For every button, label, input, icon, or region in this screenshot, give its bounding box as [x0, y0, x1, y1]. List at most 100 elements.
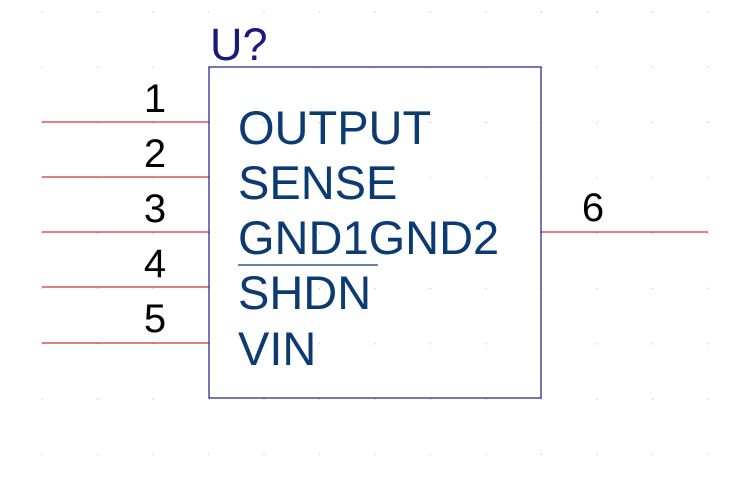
grid-dot [707, 121, 709, 124]
grid-dot [596, 343, 598, 345]
grid-dot [485, 398, 487, 400]
pin-3-number: 3 [144, 187, 166, 231]
grid-dot [707, 398, 709, 400]
grid-dot [651, 453, 654, 456]
grid-dot [540, 453, 543, 456]
grid-dot [596, 177, 598, 179]
grid-dot [152, 453, 154, 456]
pin-1-name: OUTPUT [238, 101, 431, 154]
grid-dot [429, 398, 432, 400]
pin-6[interactable]: 6 [541, 186, 708, 233]
grid-dot [374, 121, 376, 124]
grid-dot [152, 232, 154, 234]
grid-dot [374, 11, 376, 13]
pin-6-number: 6 [582, 186, 604, 230]
grid-dot [651, 121, 654, 124]
grid-dot [707, 287, 709, 290]
grid-dot [318, 453, 321, 456]
grid-dot [96, 11, 99, 13]
grid-dot [707, 11, 709, 13]
pin-2[interactable]: 2 SENSE [42, 132, 397, 209]
grid-dot [596, 232, 598, 234]
grid-dot [429, 453, 432, 456]
grid-dot [96, 398, 99, 400]
grid-dot [651, 11, 654, 13]
pin-5-name: VIN [238, 322, 316, 375]
grid-dot [263, 121, 265, 124]
grid-dot [263, 453, 265, 456]
grid-dot [318, 121, 321, 124]
grid-dot [429, 121, 432, 124]
grid-dot [651, 343, 654, 345]
grid-dot [41, 287, 43, 290]
grid-dot [596, 11, 598, 13]
grid-dot [429, 11, 432, 13]
grid-dot [374, 177, 376, 179]
grid-dot [596, 66, 598, 69]
grid-dot [485, 177, 487, 179]
grid-dot [596, 121, 598, 124]
grid-dot [41, 398, 43, 400]
grid-dot [318, 177, 321, 179]
grid-dot [263, 287, 265, 290]
grid-dot [318, 398, 321, 400]
grid-dot [707, 453, 709, 456]
pin-1[interactable]: 1 OUTPUT [42, 77, 431, 154]
grid-dot [41, 453, 43, 456]
grid-dot [41, 177, 43, 179]
grid-dot [374, 453, 376, 456]
grid-dot [707, 177, 709, 179]
grid-dot [485, 11, 487, 13]
pin-2-number: 2 [144, 132, 166, 176]
pin-3[interactable]: 3 GND1GND2 [42, 187, 499, 264]
grid-dot [596, 287, 598, 290]
pin-3-name: GND1GND2 [238, 211, 499, 264]
grid-dot [374, 287, 376, 290]
grid-dot [651, 398, 654, 400]
grid-dot [96, 66, 99, 69]
grid-dot [96, 453, 99, 456]
grid-dots [41, 11, 709, 456]
grid-dot [540, 11, 543, 13]
grid-dot [41, 11, 43, 13]
grid-dot [96, 232, 99, 234]
pin-1-number: 1 [144, 77, 166, 121]
grid-dot [318, 287, 321, 290]
grid-dot [263, 232, 265, 234]
grid-dot [707, 232, 709, 234]
pin-4[interactable]: 4 SHDN [42, 242, 378, 319]
pin-4-number: 4 [144, 242, 166, 286]
grid-dot [374, 343, 376, 345]
grid-dot [651, 177, 654, 179]
grid-dot [485, 287, 487, 290]
grid-dot [429, 177, 432, 179]
grid-dot [207, 398, 210, 400]
reference-designator: U? [210, 19, 268, 70]
pin-4-name: SHDN [238, 266, 371, 319]
grid-dot [263, 398, 265, 400]
grid-dot [207, 11, 210, 13]
grid-dot [596, 453, 598, 456]
grid-dot [485, 453, 487, 456]
pin-5[interactable]: 5 VIN [42, 297, 316, 375]
grid-dot [152, 11, 154, 13]
grid-dot [152, 398, 154, 400]
grid-dot [263, 11, 265, 13]
grid-dot [374, 398, 376, 400]
pin-5-number: 5 [144, 297, 166, 341]
grid-dot [152, 177, 154, 179]
grid-dot [207, 453, 210, 456]
grid-dot [485, 232, 487, 234]
grid-dot [429, 232, 432, 234]
grid-dot [41, 66, 43, 69]
grid-dot [596, 398, 598, 400]
grid-dot [429, 287, 432, 290]
grid-dot [318, 11, 321, 13]
grid-dot [485, 343, 487, 345]
grid-dot [318, 343, 321, 345]
grid-dot [707, 66, 709, 69]
grid-dot [263, 177, 265, 179]
grid-dot [540, 398, 543, 400]
grid-dot [152, 66, 154, 69]
